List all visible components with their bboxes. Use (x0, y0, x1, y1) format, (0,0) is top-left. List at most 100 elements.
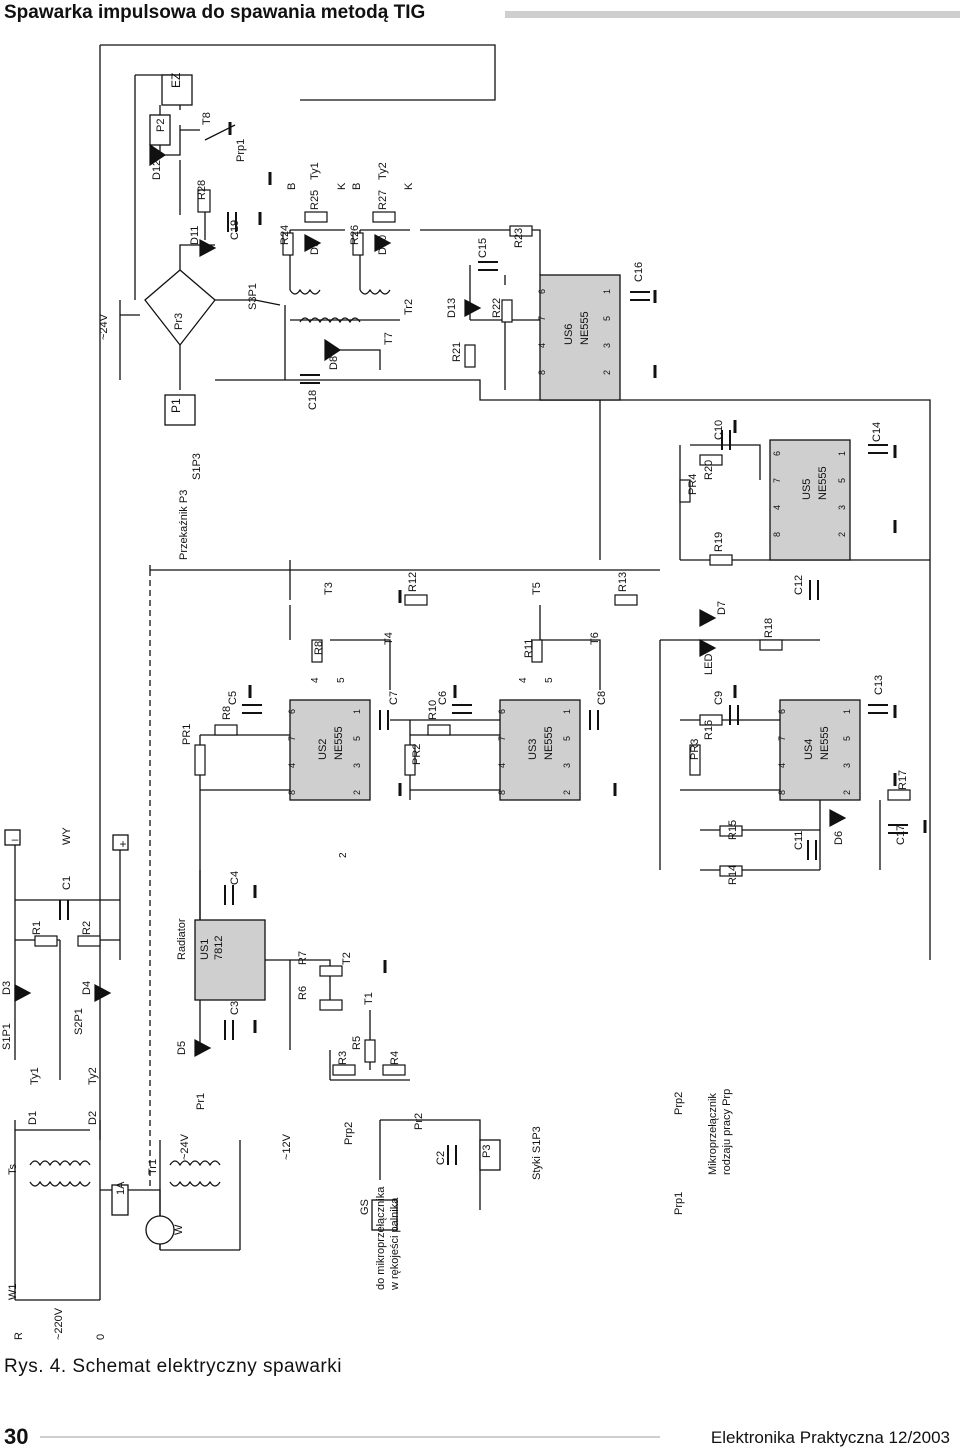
component-label: w rękojeści palnika (389, 1197, 401, 1291)
component-label: C15 (477, 238, 489, 258)
component-label: US6 (563, 324, 575, 345)
component-label: Styki S1P3 (531, 1126, 543, 1180)
component-label: C4 (229, 871, 241, 885)
component-label: NE555 (819, 726, 831, 760)
header-rule (505, 11, 960, 18)
ic-pin-label: 2 (837, 532, 847, 537)
ic-pin-label: 2 (352, 790, 362, 795)
fan-icon (145, 1215, 175, 1245)
component-label: D8 (328, 356, 340, 370)
page-header: Spawarka impulsowa do spawania metodą TI… (0, 0, 960, 30)
component-label: R23 (513, 228, 525, 248)
component-label: W (173, 1224, 185, 1235)
component-label: P2 (155, 119, 167, 132)
component-label: K (403, 182, 415, 190)
ic-pin-label: 1 (352, 709, 362, 714)
component-label: C5 (227, 691, 239, 705)
ic-pin-label: 3 (842, 763, 852, 768)
component-label: D11 (189, 226, 201, 245)
transformer-windings (29, 288, 391, 1187)
ic-pin-label: 1 (602, 289, 612, 294)
component-label: US2 (317, 739, 329, 760)
component-label: D13 (446, 298, 458, 318)
ic-pin-label: 6 (287, 709, 297, 714)
component-label: B (351, 183, 363, 190)
output-minus-box (4, 829, 21, 846)
component-label: B (286, 183, 298, 190)
ic-pin-label: 3 (837, 505, 847, 510)
ic-pin-label: 4 (777, 763, 787, 768)
component-label: NE555 (333, 726, 345, 760)
component-label: rodzaju pracy Prp (721, 1089, 733, 1175)
component-label: US4 (803, 739, 815, 760)
component-label: C10 (713, 420, 725, 440)
component-label: R25 (309, 190, 321, 210)
component-label: R5 (351, 1036, 363, 1050)
ic-pin-label: 6 (772, 451, 782, 456)
ic-pin-label: 7 (777, 736, 787, 741)
component-label: R13 (617, 572, 629, 592)
ic-pin-label: 8 (537, 370, 547, 375)
component-label: T7 (383, 332, 395, 345)
ic-pin-label: 4 (772, 505, 782, 510)
component-label: W1 (7, 1284, 19, 1301)
ic-pin-label: 6 (537, 289, 547, 294)
ic-pin-label: 8 (287, 790, 297, 795)
component-label: T3 (323, 582, 335, 595)
component-label: D9 (309, 241, 321, 255)
component-label: Prp1 (235, 139, 247, 162)
component-label: EZ (169, 73, 183, 88)
ic-pin-label: 5 (837, 478, 847, 483)
component-label: R17 (897, 770, 909, 790)
relay-p3-box (479, 1139, 501, 1171)
component-label: Prp2 (343, 1122, 355, 1145)
socket-gs-box (371, 1199, 398, 1231)
component-label: 1A (115, 1181, 127, 1195)
ic-pin-label: 1 (837, 451, 847, 456)
component-label: PR1 (181, 724, 193, 745)
component-label: S3P1 (247, 283, 259, 310)
component-label: Tr1 (147, 1159, 159, 1175)
component-label: R (13, 1332, 25, 1340)
component-label: C11 (793, 831, 805, 850)
ic-us3 (499, 699, 581, 801)
component-label: T5 (531, 582, 543, 595)
component-label: C9 (713, 691, 725, 705)
component-label: R27 (377, 190, 389, 210)
fuse-box (111, 1184, 129, 1216)
component-label: R14 (727, 865, 739, 885)
component-label: D6 (833, 831, 845, 845)
ic-pin-label: 3 (602, 343, 612, 348)
ic-pin-label: 6 (777, 709, 787, 714)
ic-pin-label: 8 (777, 790, 787, 795)
ic-us5 (769, 439, 851, 561)
component-label: R19 (713, 532, 725, 552)
component-label: C8 (596, 691, 608, 705)
component-label: NE555 (579, 311, 591, 345)
ic-pin-label: 5 (602, 316, 612, 321)
component-label: R7 (297, 951, 309, 965)
component-label: ~12V (281, 1133, 293, 1160)
component-label: R11 (523, 639, 535, 658)
ic-pin-label: 3 (352, 763, 362, 768)
ic-boxes (4, 74, 861, 1231)
diode-symbols (14, 143, 847, 1057)
ic-pin-label: 7 (537, 316, 547, 321)
component-label: C6 (437, 691, 449, 705)
component-label: P1 (169, 398, 183, 413)
component-label: R21 (451, 342, 463, 362)
component-label: R1 (31, 921, 43, 935)
ic-pin-label: 8 (497, 790, 507, 795)
relay-p1-box (164, 394, 196, 426)
component-label: Radiator (176, 918, 188, 960)
component-label: LED (703, 654, 715, 675)
component-label: C2 (435, 1151, 447, 1165)
component-label: 4 (310, 677, 321, 683)
component-label: R12 (407, 572, 419, 592)
component-label: R20 (703, 460, 715, 480)
ic-pin-label: 2 (842, 790, 852, 795)
component-label: 5 (544, 677, 555, 683)
component-label: Ty2 (377, 162, 389, 180)
